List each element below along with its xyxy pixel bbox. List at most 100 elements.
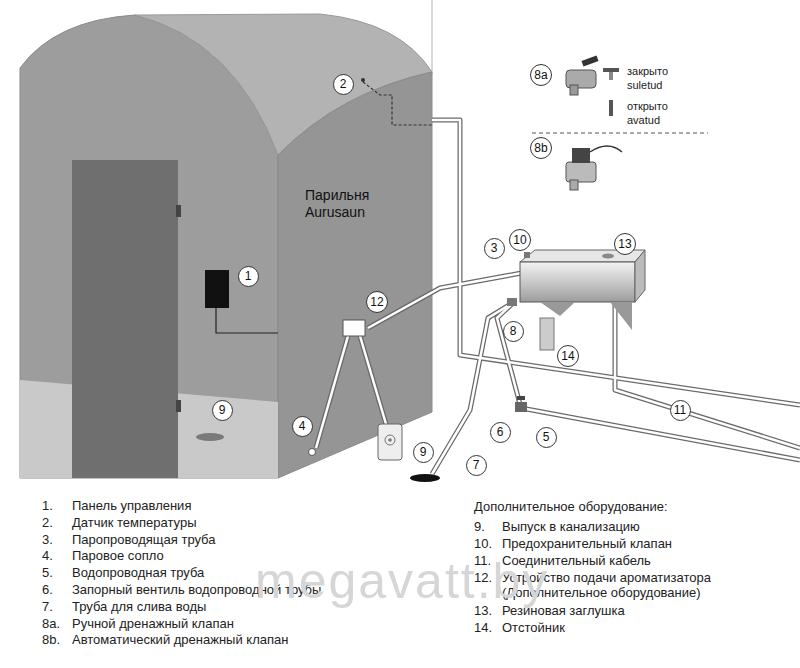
room-corner-line xyxy=(432,0,433,74)
list-item-text: Автоматический дренажный клапан xyxy=(72,632,288,647)
callout-number: 3 xyxy=(484,238,505,259)
drain-valve xyxy=(507,298,517,306)
aroma-jar xyxy=(378,424,402,460)
callout-number: 9 xyxy=(212,400,233,421)
valve-state-label-text: suletud xyxy=(627,79,662,91)
valve-state-label-text: avatud xyxy=(627,114,660,126)
generator-side xyxy=(635,250,645,302)
generator-bracket xyxy=(540,302,575,316)
cabin-side-wall xyxy=(278,72,432,478)
control-panel xyxy=(205,270,229,308)
callout-number-text: 4 xyxy=(299,419,306,433)
callout-number: 10 xyxy=(509,229,531,251)
room-label-text: Парильня Aurusaun xyxy=(305,187,369,220)
callout-number-text: 9 xyxy=(219,403,226,417)
callout-number: 14 xyxy=(557,345,579,367)
list-number: 1. xyxy=(42,498,53,513)
list-number: 10. xyxy=(474,536,492,551)
jar-flower xyxy=(388,438,392,442)
list-number-text: 7. xyxy=(42,599,53,614)
pipe-fills xyxy=(316,120,800,474)
valve-state-label-text: открыто xyxy=(627,100,668,112)
list-item: Водопроводная труба xyxy=(72,565,204,580)
shutoff-valve xyxy=(515,402,527,412)
connection-cable xyxy=(615,302,800,448)
valve-state-label: открыто xyxy=(627,100,668,113)
list-heading: Дополнительное оборудование: xyxy=(474,499,668,514)
callout-number-text: 3 xyxy=(491,241,498,255)
callout-number: 4 xyxy=(292,416,313,437)
generator-bracket xyxy=(610,302,632,330)
sewer-outlet xyxy=(410,474,440,482)
list-number: 9. xyxy=(474,519,485,534)
callout-number: 2 xyxy=(333,74,354,95)
list-item-text: Ручной дренажный клапан xyxy=(72,616,234,631)
list-number-text: 8b. xyxy=(42,632,60,647)
list-number-text: 14. xyxy=(474,620,492,635)
callout-number-text: 6 xyxy=(497,425,504,439)
list-item-text: Датчик температуры xyxy=(72,515,196,530)
callout-number: 1 xyxy=(238,266,259,287)
drain-pipe xyxy=(432,302,514,474)
panel-wire xyxy=(216,308,278,333)
list-item: Паропроводящая труба xyxy=(72,532,216,547)
list-number-text: 5. xyxy=(42,565,53,580)
aroma-device xyxy=(343,320,365,336)
aroma-pipe xyxy=(360,336,386,424)
list-number: 4. xyxy=(42,548,53,563)
list-item-text: Отстойник xyxy=(502,620,565,635)
list-number: 5. xyxy=(42,565,53,580)
open-position-icon xyxy=(609,100,613,116)
glass-door xyxy=(72,160,178,478)
manual-valve-port xyxy=(570,85,578,95)
steam-pipe xyxy=(368,272,527,328)
callout-number: 8 xyxy=(503,321,524,342)
list-item-text: Труба для слива воды xyxy=(72,599,206,614)
solenoid-port xyxy=(570,180,578,190)
sensor-cable xyxy=(432,120,800,405)
callout-number: 13 xyxy=(614,233,636,255)
callout-number: 9 xyxy=(413,442,434,463)
list-item: Паровое сопло xyxy=(72,548,164,563)
list-number: 14. xyxy=(474,620,492,635)
list-number: 2. xyxy=(42,515,53,530)
cabin-front-wall xyxy=(20,15,278,478)
connection-cable xyxy=(615,302,800,448)
list-number-text: 2. xyxy=(42,515,53,530)
room-label: Парильня Aurusaun xyxy=(305,187,385,221)
callout-number-text: 5 xyxy=(543,430,550,444)
callout-number-text: 11 xyxy=(674,403,686,417)
watermark: megavatt.by xyxy=(255,552,549,610)
drain-pipe xyxy=(432,302,514,474)
aroma-pipe xyxy=(316,336,348,448)
temperature-sensor xyxy=(361,78,365,82)
list-number-text: 9. xyxy=(474,519,485,534)
list-item-text: Предохранительный клапан xyxy=(502,536,672,551)
list-item-text: Водопроводная труба xyxy=(72,565,204,580)
rubber-plug xyxy=(602,254,614,259)
callout-number: 8a xyxy=(530,64,552,86)
sensor-wire xyxy=(363,82,432,125)
callout-number: 12 xyxy=(366,291,388,313)
door-hinge xyxy=(176,400,181,412)
manual-valve-lever xyxy=(581,55,598,66)
list-number-text: 10. xyxy=(474,536,492,551)
list-item-text: Панель управления xyxy=(72,498,191,513)
list-item: Датчик температуры xyxy=(72,515,196,530)
list-number-text: 4. xyxy=(42,548,53,563)
list-item: Ручной дренажный клапан xyxy=(72,616,234,631)
aroma-pipe xyxy=(316,336,348,448)
valve-state-label: suletud xyxy=(627,79,662,92)
list-number: 6. xyxy=(42,582,53,597)
jar-flower xyxy=(385,435,395,445)
solenoid-valve xyxy=(566,162,596,182)
callout-number-text: 1 xyxy=(245,269,252,283)
list-number-text: 6. xyxy=(42,582,53,597)
callout-number-text: 8 xyxy=(510,324,517,338)
list-number-text: 1. xyxy=(42,498,53,513)
callout-number-text: 9 xyxy=(420,445,427,459)
separator-line xyxy=(532,133,708,134)
list-number: 8a. xyxy=(42,616,60,631)
list-number-text: 3. xyxy=(42,532,53,547)
